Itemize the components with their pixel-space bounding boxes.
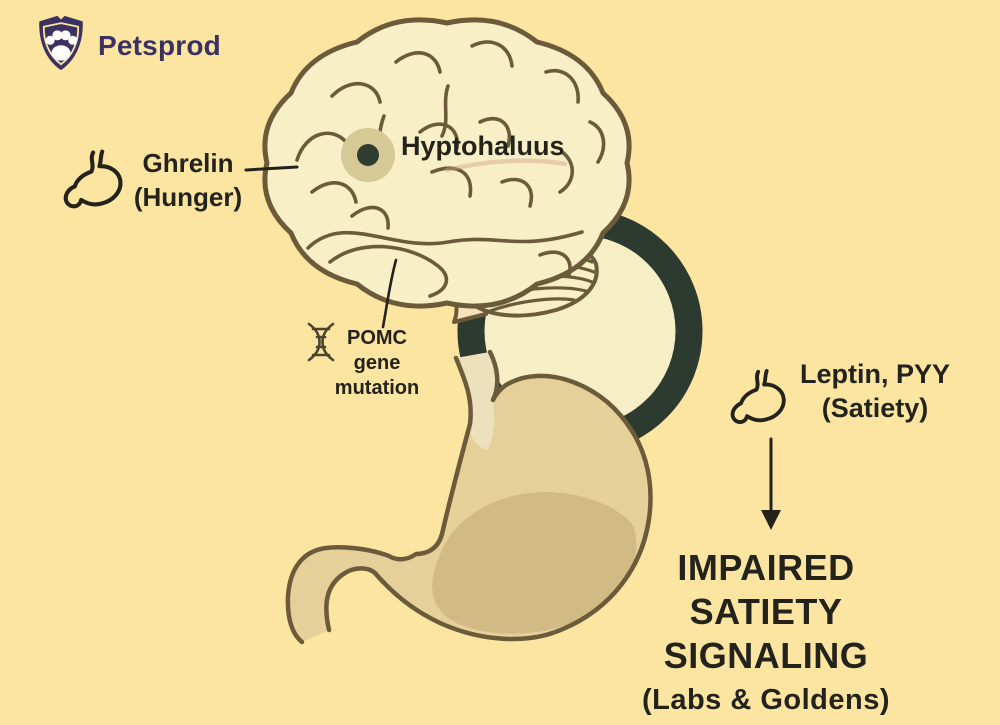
brain-illustration xyxy=(262,17,632,324)
pomc-line3: mutation xyxy=(334,377,420,399)
down-arrow xyxy=(761,437,781,530)
hypothalamus-label: Hyptohaluus xyxy=(401,131,565,161)
pomc-label: POMC gene mutation xyxy=(325,326,429,401)
brain-shading-arc xyxy=(444,158,568,173)
heading-line3: SIGNALING xyxy=(663,635,869,676)
leptin-function-text: (Satiety) xyxy=(821,393,929,423)
ghrelin-hormone-text: Ghrelin xyxy=(142,148,234,178)
brand-logo: Petsprod xyxy=(33,12,221,74)
pomc-line2: gene xyxy=(353,352,401,374)
stomach-icon xyxy=(66,152,121,207)
leptin-label: Leptin, PYY (Satiety) xyxy=(780,357,970,425)
brain-gyri xyxy=(295,40,606,298)
hypothalamus-dot-marker xyxy=(341,128,395,182)
pomc-pointer-line xyxy=(381,258,398,329)
ghrelin-label: Ghrelin (Hunger) xyxy=(118,146,258,214)
ghrelin-function-text: (Hunger) xyxy=(133,182,243,212)
brand-name: Petsprod xyxy=(98,30,221,61)
stomach-contents xyxy=(432,492,637,634)
stomach-icon xyxy=(733,371,784,422)
paw-print xyxy=(45,30,78,61)
leptin-hormone-text: Leptin, PYY xyxy=(799,359,951,389)
esophagus xyxy=(456,352,498,450)
heading-line4: (Labs & Goldens) xyxy=(641,684,891,716)
stomach-illustration xyxy=(285,349,653,645)
impaired-satiety-heading: IMPAIRED SATIETY SIGNALING (Labs & Golde… xyxy=(611,546,921,722)
cerebrum xyxy=(262,17,632,309)
paw-shield-icon xyxy=(39,15,83,71)
pomc-line1: POMC xyxy=(347,327,407,349)
heading-line2: SATIETY xyxy=(689,591,843,632)
ghrelin-pointer-line xyxy=(244,165,299,172)
heading-line1: IMPAIRED xyxy=(677,547,855,588)
dna-icon xyxy=(307,322,335,362)
